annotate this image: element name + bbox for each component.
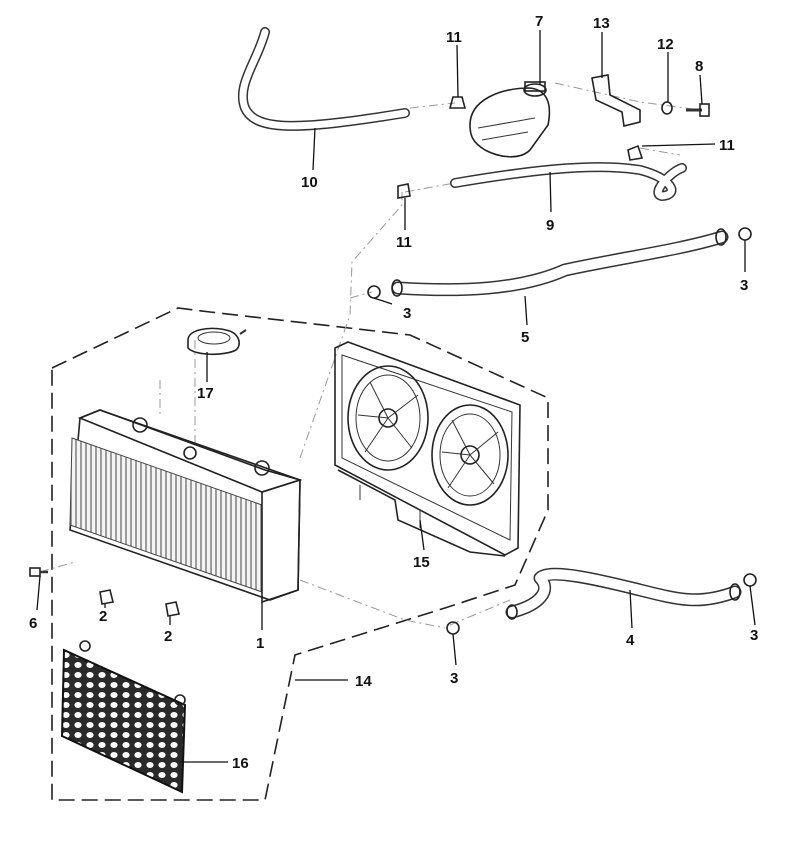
overflow-hose-10 <box>237 27 410 131</box>
callout-7: 7 <box>535 13 543 30</box>
callout-1: 1 <box>256 635 264 652</box>
bracket-13 <box>591 74 641 127</box>
callout-15: 15 <box>413 554 430 571</box>
screw-6 <box>29 567 48 577</box>
bolt-8 <box>686 103 710 117</box>
callout-3d: 3 <box>450 670 458 687</box>
assembly-boundary <box>51 307 549 801</box>
callout-11b: 11 <box>719 137 735 154</box>
callout-8: 8 <box>695 58 703 75</box>
callout-2b: 2 <box>164 628 172 645</box>
lower-radiator-hose-4 <box>505 567 742 620</box>
callout-17: 17 <box>197 385 214 402</box>
fan-shroud-15 <box>334 341 521 557</box>
phantom-lines <box>39 82 701 629</box>
clip-11 <box>397 96 644 199</box>
grommet-2 <box>99 589 180 617</box>
callout-3b: 3 <box>403 305 411 322</box>
radiator-1 <box>69 409 303 604</box>
callout-2a: 2 <box>99 608 107 625</box>
callout-11a: 11 <box>446 29 462 46</box>
callout-3c: 3 <box>750 627 758 644</box>
leader-lines <box>36 30 756 763</box>
callout-3a: 3 <box>740 277 748 294</box>
washer-12 <box>661 101 673 115</box>
mesh-grille-16 <box>60 640 187 794</box>
callout-11c: 11 <box>396 234 412 251</box>
reservoir-hose-9 <box>450 162 687 201</box>
upper-radiator-hose-5 <box>391 228 729 297</box>
callout-9: 9 <box>546 217 554 234</box>
radiator-cap-17 <box>187 327 247 356</box>
callout-10: 10 <box>301 174 318 191</box>
callout-12: 12 <box>657 36 674 53</box>
callout-4: 4 <box>626 632 635 649</box>
expansion-tank-7 <box>469 81 551 158</box>
callout-6: 6 <box>29 615 37 632</box>
callout-14: 14 <box>355 673 372 690</box>
callout-16: 16 <box>232 755 249 772</box>
callout-5: 5 <box>521 329 529 346</box>
callout-13: 13 <box>593 15 610 32</box>
